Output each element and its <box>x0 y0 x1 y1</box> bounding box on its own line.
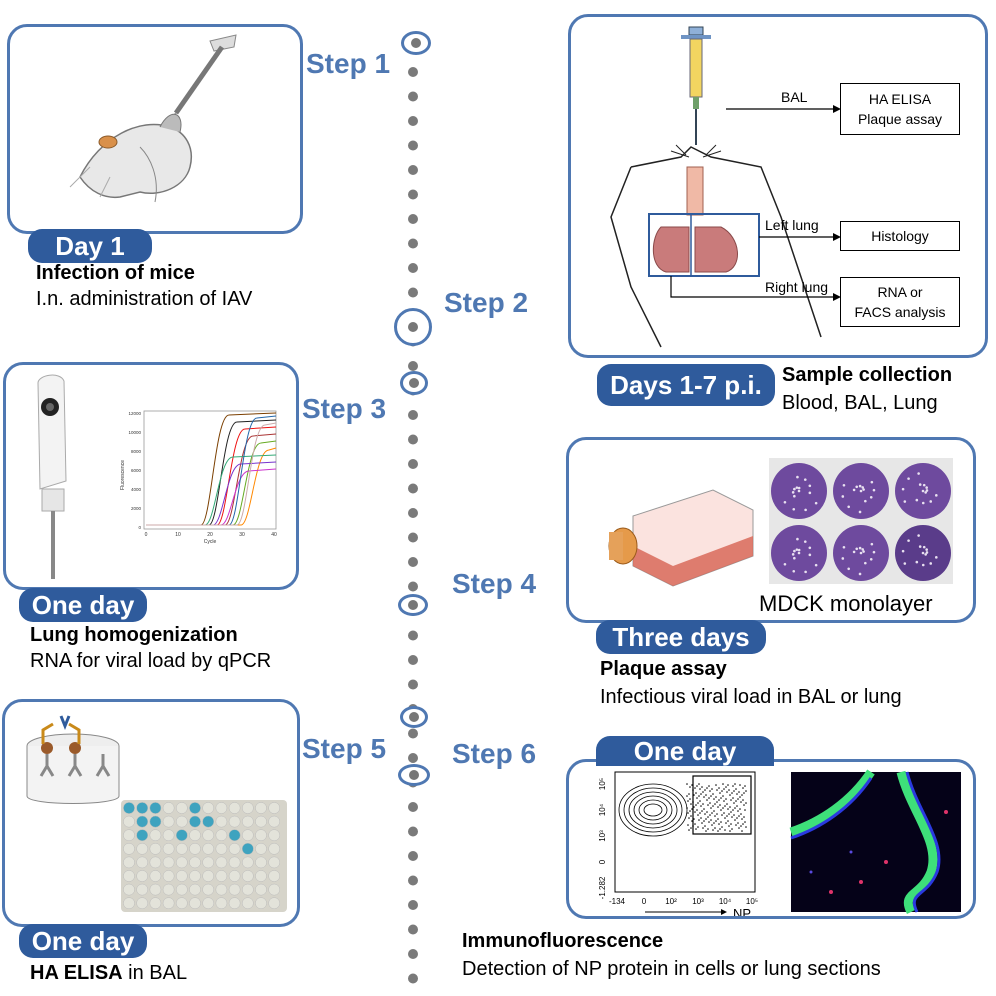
bal-assay-box: HA ELISA Plaque assay <box>840 83 960 135</box>
plaque-desc: Infectious viral load in BAL or lung <box>600 686 902 708</box>
facs-ytick: 10³ <box>598 830 607 842</box>
qpcr-plot: 12000 10000 8000 6000 4000 2000 00 10 20 30 40 Fluo… <box>120 410 277 545</box>
bal-assay-line-2: Plaque assay <box>857 111 943 127</box>
rna-facs-line-1: RNA or <box>877 284 923 300</box>
qpcr-xtick: 30 <box>239 532 245 538</box>
left-lung-label: Left lung <box>765 217 819 233</box>
qpcr-curve <box>146 419 277 526</box>
flask-icon <box>608 489 754 587</box>
qpcr-xtick: 40 <box>271 532 277 538</box>
homogenization-desc: RNA for viral load by qPCR <box>30 650 272 672</box>
facs-ytick: 10⁵ <box>598 778 607 790</box>
qpcr-curve <box>146 422 277 526</box>
histology-box: Histology <box>840 221 960 251</box>
qpcr-xlabel: Cycle <box>204 539 217 545</box>
elisa-plate-image <box>121 800 287 912</box>
qpcr-curve <box>146 447 277 526</box>
rna-facs-box: RNA or FACS analysis <box>840 277 960 327</box>
infection-panel <box>7 24 303 234</box>
immuno-title: Immunofluorescence <box>462 930 664 952</box>
facs-xtick: -134 <box>609 897 626 906</box>
step-3-label: Step 3 <box>302 393 387 424</box>
step-6-label: Step 6 <box>452 738 537 769</box>
qpcr-ytick: 10000 <box>128 430 141 435</box>
facs-ytick: 10⁴ <box>598 803 607 816</box>
qpcr-ylabel: Fluorescence <box>120 460 126 490</box>
plaque-panel: MDCK monolayer <box>566 437 976 623</box>
timeline-node-5 <box>400 706 428 728</box>
immuno-desc: Detection of NP protein in cells or lung… <box>462 958 881 980</box>
qpcr-curve <box>146 412 277 526</box>
step-4-label: Step 4 <box>452 568 537 599</box>
duration-badge-oneday-homog: One day <box>19 588 147 622</box>
facs-xtick: 0 <box>642 897 647 906</box>
qpcr-curve <box>146 426 277 526</box>
elisa-title-rest: in BAL <box>122 962 188 984</box>
timeline-node-1 <box>401 31 431 55</box>
qpcr-curve <box>146 433 277 526</box>
sample-title: Sample collection <box>782 364 953 386</box>
rna-facs-line-2: FACS analysis <box>854 304 946 320</box>
qpcr-xtick: 0 <box>145 532 148 538</box>
plaque-title: Plaque assay <box>600 658 727 680</box>
mdck-label: MDCK monolayer <box>759 591 933 616</box>
step-2-label: Step 2 <box>444 287 529 318</box>
duration-badge-days1-7: Days 1-7 p.i. <box>597 364 775 406</box>
qpcr-curve <box>146 440 277 526</box>
bal-label: BAL <box>781 89 808 105</box>
qpcr-curve <box>146 454 277 526</box>
timeline-node-4 <box>398 594 428 616</box>
qpcr-ytick: 0 <box>138 525 141 530</box>
sample-desc: Blood, BAL, Lung <box>782 392 938 414</box>
facs-xtick: 10³ <box>692 897 704 906</box>
facs-xtick: 10⁴ <box>719 897 732 906</box>
infection-desc: I.n. administration of IAV <box>36 288 253 310</box>
qpcr-curve <box>146 415 277 526</box>
mouse-dissection-diagram <box>610 26 841 348</box>
sample-panel: BAL HA ELISA Plaque assay Left lung Hist… <box>568 14 988 358</box>
elisa-title-bold: HA ELISA <box>30 962 123 984</box>
qpcr-ytick: 4000 <box>131 487 142 492</box>
elisa-panel <box>2 699 300 927</box>
infection-title: Infection of mice <box>36 262 195 284</box>
qpcr-curve <box>146 461 277 526</box>
step-5-label: Step 5 <box>302 733 387 764</box>
facs-xtick: 10⁵ <box>746 897 758 906</box>
right-lung-label: Right lung <box>765 279 829 295</box>
qpcr-ytick: 12000 <box>128 411 141 416</box>
timeline-node-3 <box>400 371 428 395</box>
duration-badge-oneday-if: One day <box>596 736 774 766</box>
step-1-label: Step 1 <box>306 48 391 79</box>
homogenizer-icon <box>37 374 67 579</box>
timeline-node-2 <box>394 308 432 346</box>
duration-badge-day1: Day 1 <box>28 229 152 263</box>
qpcr-xtick: 10 <box>175 532 181 538</box>
facs-xtick: 10² <box>665 897 677 906</box>
duration-badge-threedays: Three days <box>596 620 766 654</box>
bal-assay-line-1: HA ELISA <box>868 91 932 107</box>
qpcr-ytick: 2000 <box>131 506 142 511</box>
qpcr-ytick: 6000 <box>131 468 142 473</box>
homogenization-title: Lung homogenization <box>30 624 238 646</box>
timeline-node-6 <box>398 764 430 786</box>
mouse-pipette-illustration <box>69 34 237 203</box>
elisa-well-icon <box>26 715 120 804</box>
histology-text: Histology <box>871 228 929 244</box>
duration-badge-oneday-elisa: One day <box>19 924 147 958</box>
if-image <box>789 769 961 915</box>
qpcr-ytick: 8000 <box>131 449 142 454</box>
facs-ytick: -1.282 <box>598 876 607 899</box>
plaque-plate-image <box>769 458 953 584</box>
elisa-title: HA ELISA in BAL <box>30 962 187 985</box>
facs-xlabel: NP <box>733 906 751 919</box>
qpcr-xtick: 20 <box>207 532 213 538</box>
facs-ytick: 0 <box>598 859 607 864</box>
